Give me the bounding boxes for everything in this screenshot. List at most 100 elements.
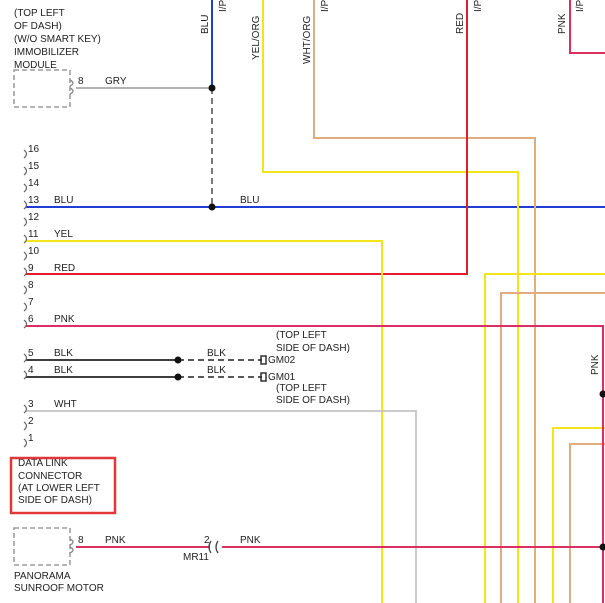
dlc-label-line-3: (AT LOWER LEFT	[18, 483, 100, 494]
dlc-pin-terminal	[23, 183, 28, 193]
dlc-label-line-1: DATA LINK	[18, 458, 68, 469]
ground-gm02-symbol	[260, 355, 267, 365]
data-link-connector: 16 15 14 13 12 11 10 9 8 7 6 5 4 3 2 1	[23, 144, 40, 448]
dlc-pin-5: 5	[28, 348, 34, 359]
splice-dot-pnk-sunroof	[599, 543, 605, 551]
sunroof-pin: 8	[78, 535, 84, 546]
immobilizer-label-line-3: (W/O SMART KEY)	[14, 34, 101, 45]
ground-gm01-location-2: SIDE OF DASH)	[276, 395, 350, 406]
dlc-pin-terminal	[23, 353, 28, 363]
dlc-pin-terminal	[23, 149, 28, 159]
wire-yel-org	[262, 0, 519, 603]
inline-connector-label: MR11	[183, 552, 209, 563]
dlc-pin-terminal	[23, 370, 28, 380]
splice-dot-pnk-right	[599, 390, 605, 398]
immobilizer-pin: 8	[78, 76, 84, 87]
wire-pnk-top	[569, 0, 605, 54]
immobilizer-wire-label: GRY	[105, 76, 127, 87]
dlc-pin-terminal	[23, 251, 28, 261]
dlc-pin-16: 16	[28, 144, 40, 155]
dlc-pin-terminal	[23, 302, 28, 312]
dlc-pin-terminal	[23, 267, 28, 277]
dlc-pin-10: 10	[28, 246, 40, 257]
dlc-pin-1: 1	[28, 433, 34, 444]
splice-dot-blk-pin4	[174, 373, 182, 381]
dlc-pin-terminal	[23, 404, 28, 414]
label-red-top: RED	[455, 13, 466, 34]
wire-wht-pin3	[26, 410, 417, 603]
ground-points: GM02 GM01 (TOP LEFT SIDE OF DASH) (TOP L…	[260, 330, 350, 406]
wire-pnk-pin6	[26, 325, 604, 603]
label-pin3-wht: WHT	[54, 399, 77, 410]
wire-tan-right-1	[500, 292, 605, 603]
dlc-wire-labels: BLU BLU YEL RED PNK BLK BLK BLK BLK WHT	[54, 195, 259, 410]
immobilizer-connector-symbol	[69, 79, 74, 95]
ground-gm01-label: GM01	[268, 372, 296, 383]
wires	[26, 0, 605, 603]
immobilizer-label-line-1: (TOP LEFT	[14, 8, 65, 19]
sunroof-label-line-1: PANORAMA	[14, 571, 71, 582]
label-blu-top: BLU	[200, 15, 211, 34]
wire-red	[26, 0, 468, 275]
sunroof-connector-symbol	[69, 538, 74, 554]
ground-gm02-location-1: (TOP LEFT	[276, 330, 327, 341]
sunroof-motor: 8 PNK 2 MR11 PNK PANORAMA SUNROOF MOTOR	[13, 527, 261, 594]
dlc-label-block: DATA LINK CONNECTOR (AT LOWER LEFT SIDE …	[9, 456, 117, 515]
splice-dot-blk-pin5	[174, 356, 182, 364]
dlc-pin-15: 15	[28, 161, 40, 172]
dlc-pin-terminal	[23, 217, 28, 227]
dlc-pin-7: 7	[28, 297, 34, 308]
splice-points	[174, 84, 605, 551]
wire-tan-right-2	[569, 443, 605, 603]
dlc-squiggles	[23, 149, 28, 448]
label-pin13-blu-right: BLU	[240, 195, 259, 206]
label-pin9-red: RED	[54, 263, 75, 274]
dlc-pin-8: 8	[28, 280, 34, 291]
dlc-pin-4: 4	[28, 365, 34, 376]
immobilizer-label-line-2: OF DASH)	[14, 21, 62, 32]
label-blu-ip: I/P	[218, 0, 229, 12]
ground-gm02-location-2: SIDE OF DASH)	[276, 343, 350, 354]
splice-dot-blu-gry	[208, 84, 216, 92]
sunroof-wire-left-label: PNK	[105, 535, 126, 546]
dlc-pin-9: 9	[28, 263, 34, 274]
ground-gm01-symbol	[260, 372, 267, 382]
sunroof-wire-right-label: PNK	[240, 535, 261, 546]
sunroof-inline-pin: 2	[204, 535, 210, 546]
dlc-pin-11: 11	[28, 229, 39, 240]
wire-yel-right-2	[552, 427, 605, 603]
dlc-pin-terminal	[23, 200, 28, 210]
dlc-label-line-4: SIDE OF DASH)	[18, 495, 92, 506]
label-pin11-yel: YEL	[54, 229, 73, 240]
sunroof-label-line-2: SUNROOF MOTOR	[14, 583, 104, 594]
dlc-pin-6: 6	[28, 314, 34, 325]
label-pin4-blk: BLK	[54, 365, 73, 376]
wire-yel-pin11	[26, 240, 383, 603]
ground-gm01-location-1: (TOP LEFT	[276, 383, 327, 394]
label-yel-org: YEL/ORG	[251, 15, 262, 60]
immobilizer-box	[13, 69, 71, 108]
dlc-pin-2: 2	[28, 416, 34, 427]
immobilizer-label-line-4: IMMOBILIZER	[14, 47, 79, 58]
dlc-label-line-2: CONNECTOR	[18, 471, 82, 482]
dlc-pin-terminal	[23, 166, 28, 176]
label-pin5-blk-right: BLK	[207, 348, 226, 359]
dlc-pin-13: 13	[28, 195, 40, 206]
dlc-highlight-box	[9, 456, 117, 515]
label-pin6-pnk: PNK	[54, 314, 75, 325]
ground-gm02-label: GM02	[268, 355, 296, 366]
dlc-pin-3: 3	[28, 399, 34, 410]
immobilizer-module: (TOP LEFT OF DASH) (W/O SMART KEY) IMMOB…	[13, 8, 127, 108]
wire-yel-right	[484, 273, 605, 603]
dlc-pin-terminal	[23, 438, 28, 448]
dlc-pin-terminal	[23, 234, 28, 244]
label-pin4-blk-right: BLK	[207, 365, 226, 376]
label-wht-org-ip: I/P	[320, 0, 331, 12]
inline-connector-symbol	[208, 540, 219, 554]
label-pin5-blk: BLK	[54, 348, 73, 359]
label-pnk-right: PNK	[590, 354, 601, 375]
splice-dot-blu-pin13	[208, 203, 216, 211]
top-wire-labels: BLU I/P YEL/ORG WHT/ORG I/P RED I/P PNK …	[200, 0, 601, 375]
dlc-pin-14: 14	[28, 178, 40, 189]
